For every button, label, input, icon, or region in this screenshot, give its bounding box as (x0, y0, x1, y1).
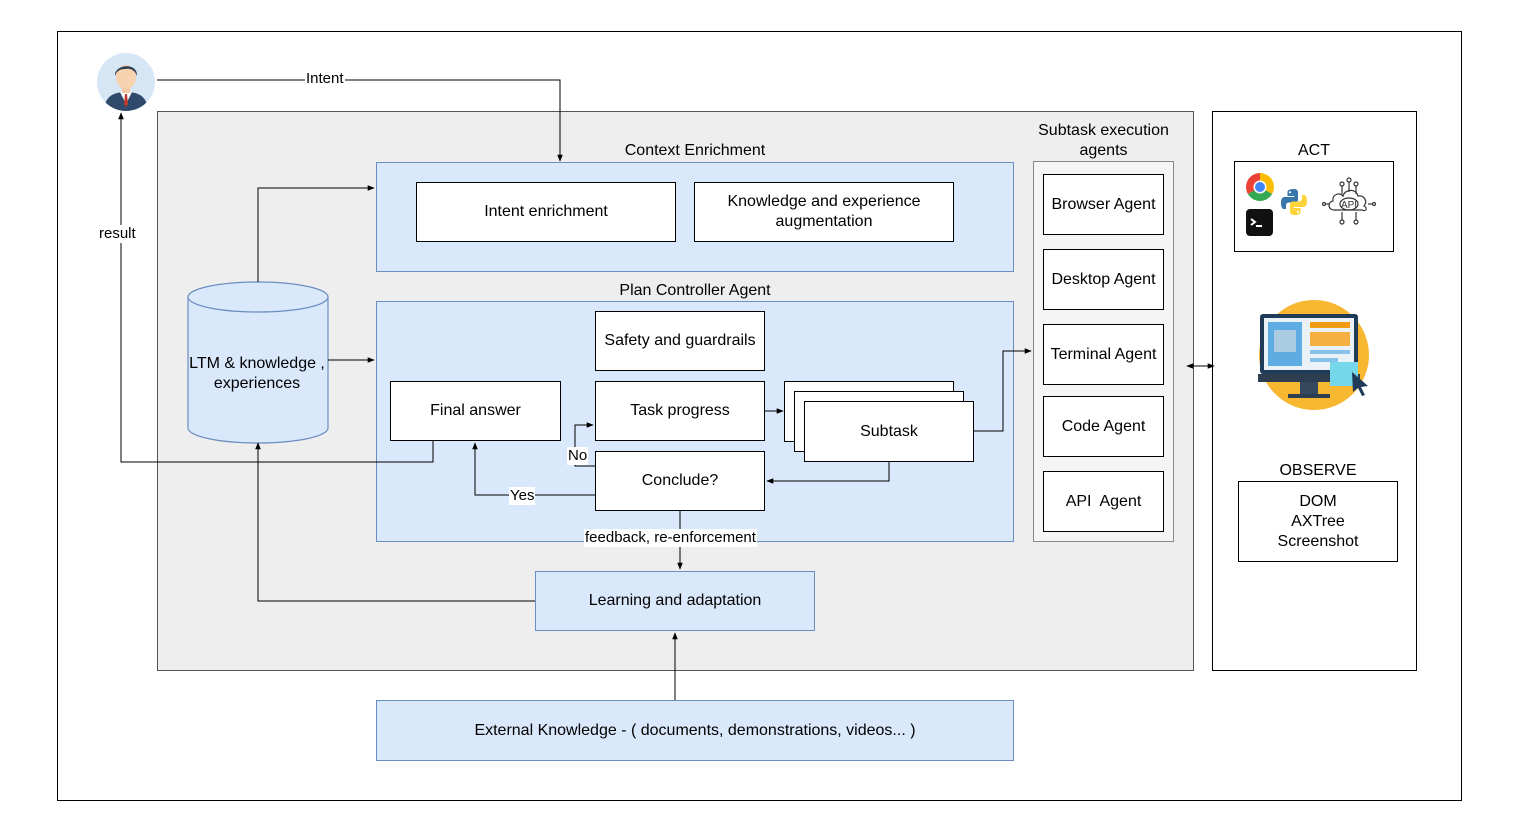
intent-enrichment-box: Intent enrichment (416, 182, 676, 242)
knowledge-augmentation-box: Knowledge and experience augmentation (694, 182, 954, 242)
desktop-agent-box: Desktop Agent (1043, 249, 1164, 310)
code-agent-box: Code Agent (1043, 396, 1164, 457)
observe-title: OBSERVE (1279, 462, 1357, 479)
subtask-to-conclude-arrow (766, 462, 890, 484)
subtask-to-agents-arrow (974, 348, 1032, 432)
api-cloud-icon: API (1322, 177, 1376, 225)
result-arrow (118, 112, 434, 463)
context-enrichment-title: Context Enrichment (624, 142, 766, 159)
act-title: ACT (1298, 142, 1330, 159)
no-loop-arrow (574, 422, 595, 467)
plan-controller-title: Plan Controller Agent (619, 282, 771, 299)
observe-axtree: AXTree (1291, 512, 1345, 530)
api-agent-box: API Agent (1043, 471, 1164, 532)
browser-agent-box: Browser Agent (1043, 174, 1164, 235)
external-knowledge-box: External Knowledge - ( documents, demons… (376, 700, 1014, 761)
yes-label: Yes (509, 487, 536, 505)
feedback-label: feedback, re-enforcement (584, 529, 757, 547)
observe-dom: DOM (1299, 492, 1337, 510)
result-label: result (98, 225, 137, 243)
diagram-frame (57, 31, 1462, 801)
final-answer-box: Final answer (390, 381, 561, 441)
user-avatar (97, 53, 155, 111)
safety-guardrails-box: Safety and guardrails (595, 311, 765, 371)
yes-arrow (472, 442, 595, 496)
observe-box: DOM AXTree Screenshot (1238, 481, 1398, 562)
desktop-screen-icon (1258, 300, 1369, 410)
agents-title: Subtask execution agents (1038, 122, 1169, 159)
observe-screenshot: Screenshot (1277, 532, 1359, 550)
intent-arrow (157, 79, 563, 162)
chrome-icon (1246, 173, 1274, 201)
learning-to-ltm-arrow (255, 442, 535, 602)
subtask-box: Subtask (804, 401, 974, 462)
intent-label: Intent (305, 70, 345, 88)
python-icon (1281, 189, 1307, 215)
no-label: No (567, 447, 589, 465)
terminal-icon (1246, 209, 1273, 236)
terminal-agent-box: Terminal Agent (1043, 324, 1164, 385)
ltm-label: LTM & knowledge , experiences (189, 355, 325, 392)
task-progress-box: Task progress (595, 381, 765, 441)
conclude-box: Conclude? (595, 451, 765, 511)
ltm-to-context-arrow (257, 185, 375, 282)
learning-adaptation-box: Learning and adaptation (535, 571, 815, 631)
api-icon-text: API (1341, 200, 1357, 211)
ltm-database-cylinder (187, 281, 329, 444)
